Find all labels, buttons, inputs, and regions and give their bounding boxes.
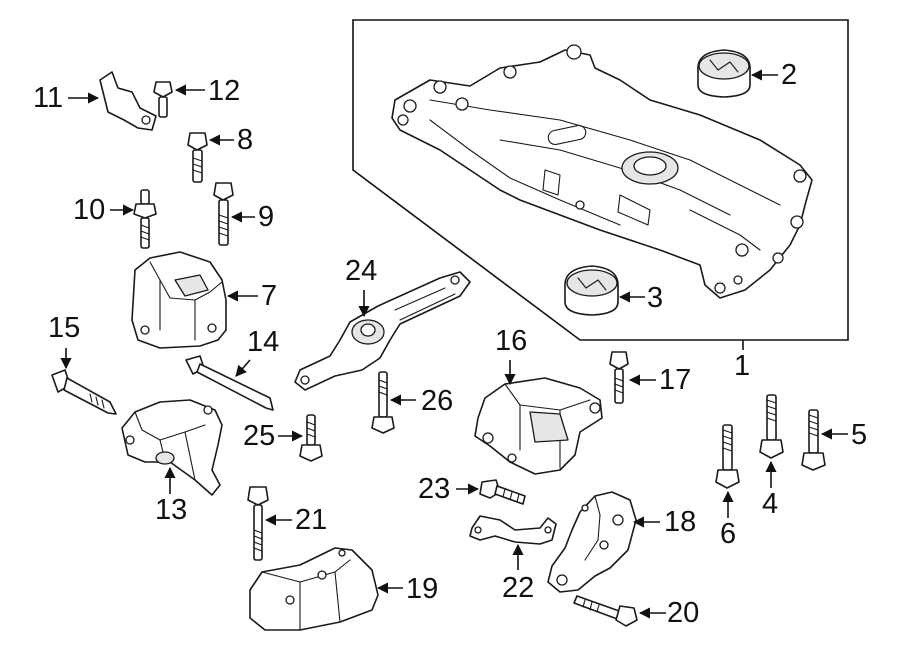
callout-22: 22 [502, 572, 535, 604]
bolt-part-6 [715, 424, 740, 518]
callout-19: 19 [406, 573, 439, 605]
callout-14: 14 [247, 326, 280, 358]
bracket-part-11 [68, 71, 157, 131]
bolt-part-17 [609, 351, 656, 404]
bolt-part-5 [801, 409, 848, 471]
callout-7: 7 [261, 280, 278, 312]
callout-4: 4 [762, 488, 779, 520]
callout-9: 9 [258, 201, 275, 233]
callout-6: 6 [720, 518, 737, 550]
callout-12: 12 [208, 75, 241, 107]
subframe-part-1 [391, 44, 813, 299]
callout-3: 3 [647, 282, 664, 314]
subframe-inset-box [352, 19, 849, 341]
bolt-part-12 [153, 81, 205, 118]
callout-18: 18 [664, 506, 697, 538]
callout-20: 20 [667, 597, 700, 629]
bolt-part-26 [371, 371, 416, 434]
bracket-part-18 [547, 491, 660, 593]
callout-2: 2 [781, 59, 798, 91]
bolt-part-8 [187, 132, 234, 183]
callout-5: 5 [851, 419, 868, 451]
callout-26: 26 [421, 385, 454, 417]
transmission-mount-part-16 [474, 360, 603, 475]
torque-arm-part-24 [294, 271, 471, 391]
callout-15: 15 [48, 312, 81, 344]
callout-13: 13 [155, 494, 188, 526]
bolt-part-9 [213, 182, 255, 246]
callout-1: 1 [734, 350, 751, 382]
callout-17: 17 [659, 364, 692, 396]
callout-24: 24 [345, 255, 378, 287]
bolt-part-15 [51, 348, 117, 415]
callout-25: 25 [243, 420, 276, 452]
strap-bracket-part-22 [469, 515, 557, 570]
callout-23: 23 [418, 473, 451, 505]
engine-mount-part-7 [131, 251, 258, 349]
stud-part-10 [110, 189, 157, 249]
bolt-part-4 [759, 394, 784, 488]
bushing-part-3 [564, 265, 645, 316]
bolt-part-21 [247, 486, 292, 561]
bolt-part-20 [573, 595, 666, 627]
callout-11: 11 [33, 82, 64, 114]
bolt-part-25 [278, 414, 323, 462]
callout-10: 10 [73, 194, 106, 226]
bushing-part-2 [697, 49, 778, 98]
callout-16: 16 [495, 325, 528, 357]
callout-8: 8 [237, 124, 254, 156]
bolt-part-23 [456, 479, 526, 505]
mount-part-13 [121, 399, 223, 496]
callout-21: 21 [295, 504, 328, 536]
bolt-part-14 [185, 355, 274, 411]
cover-part-19 [249, 547, 403, 631]
